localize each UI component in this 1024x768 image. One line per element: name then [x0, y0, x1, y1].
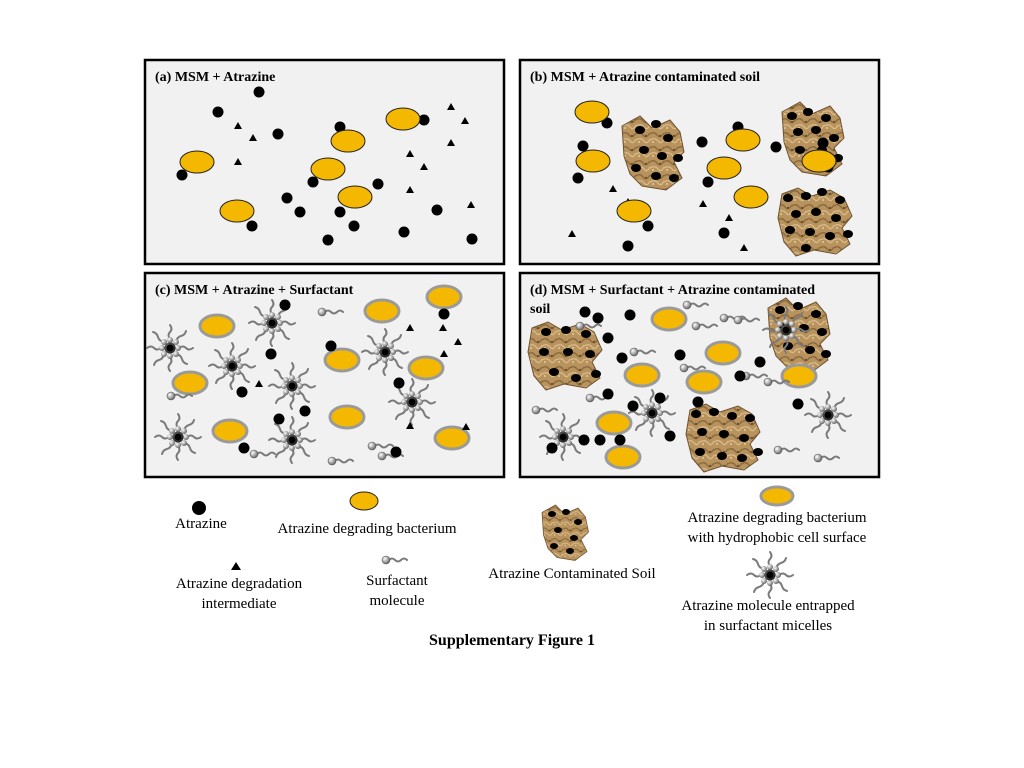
legend-hydrophobic-label-2: with hydrophobic cell surface	[688, 530, 867, 546]
bacteria	[574, 100, 837, 223]
atrazine-dots	[236, 299, 450, 458]
triangle-icon	[231, 562, 241, 570]
legend-item-hydrophobic: Atrazine degrading bacterium with hydrop…	[687, 485, 867, 546]
legend-bacterium-label: Atrazine degrading bacterium	[277, 521, 456, 537]
atrazine-icon	[192, 501, 206, 515]
soil-chunk	[621, 115, 685, 191]
panel-a-title: (a) MSM + Atrazine	[155, 70, 275, 85]
legend-hydrophobic-label-1: Atrazine degrading bacterium	[687, 510, 866, 526]
legend-micelle-label-2: in surfactant micelles	[704, 618, 832, 634]
soil-chunk	[685, 403, 763, 473]
legend-soil-label: Atrazine Contaminated Soil	[488, 566, 655, 582]
legend-intermediate-label-2: intermediate	[202, 596, 277, 612]
legend-item-bacterium: Atrazine degrading bacterium	[277, 491, 457, 537]
atrazine-dots	[176, 86, 478, 246]
legend-item-atrazine: Atrazine	[175, 501, 227, 532]
soil-chunk	[777, 187, 853, 257]
surfactant-icon	[381, 555, 408, 565]
legend-item-surfactant: Surfactant molecule	[366, 555, 429, 609]
legend-surfactant-label-2: molecule	[370, 593, 425, 609]
legend-item-intermediate: Atrazine degradation intermediate	[176, 562, 303, 612]
legend-item-micelle: Atrazine molecule entrapped in surfactan…	[681, 551, 855, 634]
bacteria	[179, 107, 421, 223]
legend-surfactant-label-1: Surfactant	[366, 573, 428, 589]
intermediate-triangles	[255, 324, 470, 430]
panel-c: (c) MSM + Atrazine + Surfactant	[143, 271, 506, 479]
legend: Atrazine Atrazine degrading bacterium At…	[175, 485, 867, 634]
legend-intermediate-label-1: Atrazine degradation	[176, 576, 303, 592]
hydrophobic-bacterium-icon	[759, 485, 795, 507]
panel-d-title-line1: (d) MSM + Surfactant + Atrazine contamin…	[530, 283, 815, 298]
legend-atrazine-label: Atrazine	[175, 516, 227, 532]
legend-micelle-label-1: Atrazine molecule entrapped	[681, 598, 855, 614]
micelle-icon	[746, 551, 794, 599]
soil-chunk	[527, 321, 603, 391]
soil-icon	[541, 504, 589, 561]
bacterium-icon	[349, 491, 379, 511]
panel-b: (b) MSM + Atrazine contaminated soil	[518, 58, 881, 266]
panel-d-title-line2: soil	[530, 302, 550, 317]
legend-item-soil: Atrazine Contaminated Soil	[488, 504, 656, 582]
panel-b-title: (b) MSM + Atrazine contaminated soil	[530, 70, 760, 85]
atrazine-dots	[546, 306, 804, 454]
hydrophobic-bacteria	[595, 306, 818, 470]
panel-c-title: (c) MSM + Atrazine + Surfactant	[155, 283, 354, 298]
hydrophobic-bacteria	[171, 284, 471, 451]
soil-chunk	[767, 297, 831, 373]
panel-d: (d) MSM + Surfactant + Atrazine contamin…	[518, 271, 881, 479]
panel-a: (a) MSM + Atrazine	[143, 58, 506, 266]
intermediate-triangles	[234, 103, 475, 208]
figure-caption: Supplementary Figure 1	[429, 632, 595, 649]
